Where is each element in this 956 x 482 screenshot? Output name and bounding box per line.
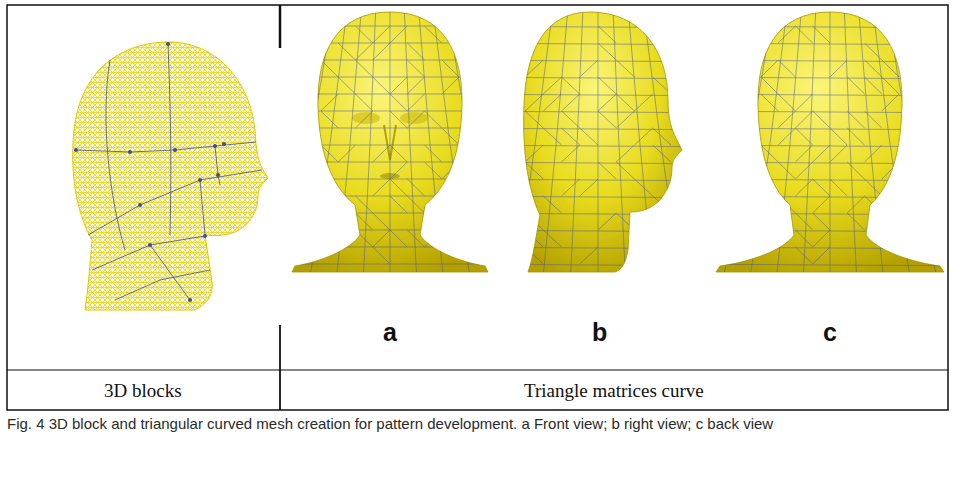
wireframe-head <box>73 42 268 310</box>
triangle-mesh <box>230 12 550 272</box>
shaded-heads <box>230 12 956 272</box>
triangle-mesh <box>670 12 956 272</box>
panel-letter: a <box>383 318 397 347</box>
head-render <box>230 12 550 272</box>
eye-shade <box>400 112 428 124</box>
caption-text: Fig. 4 3D block and triangular curved me… <box>7 415 773 432</box>
panel-letter: c <box>823 318 837 347</box>
head-render <box>438 12 758 272</box>
column-header: 3D blocks <box>104 380 182 402</box>
panel-letter: b <box>592 318 607 347</box>
head-render <box>670 12 956 272</box>
column-header: Triangle matrices curve <box>524 380 704 402</box>
head-surface <box>292 12 488 272</box>
figure-caption: Fig. 4 3D block and triangular curved me… <box>7 414 942 434</box>
head-surface <box>716 12 944 272</box>
figure-frame <box>7 5 948 410</box>
triangle-mesh <box>438 12 758 272</box>
